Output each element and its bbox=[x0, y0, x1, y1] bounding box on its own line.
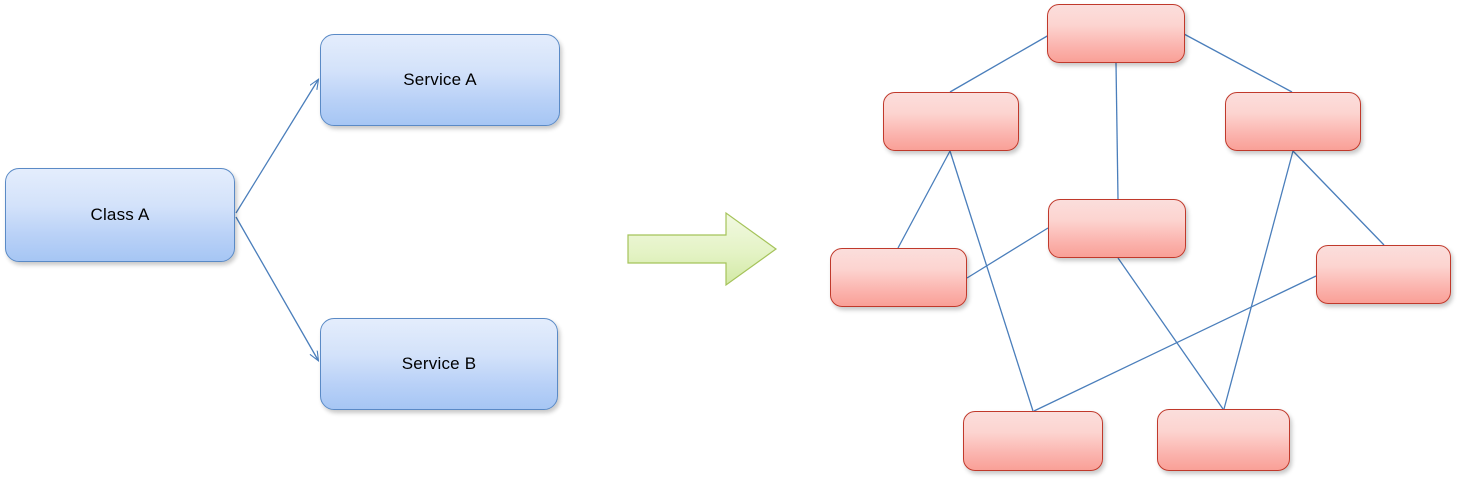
node-service-b[interactable]: Service B bbox=[320, 318, 558, 410]
node-r-bottom-left[interactable] bbox=[963, 411, 1103, 471]
edge-r-mid-right-to-r-bottom-left bbox=[1033, 275, 1317, 412]
edge-r-center-to-r-bottom-right bbox=[1117, 257, 1224, 410]
edge-r-top-to-r-upper-right bbox=[1183, 33, 1293, 93]
node-service-a[interactable]: Service A bbox=[320, 34, 560, 126]
node-r-upper-right[interactable] bbox=[1225, 92, 1361, 151]
edge-class-a-to-service-a bbox=[235, 80, 318, 214]
node-r-mid-right[interactable] bbox=[1316, 245, 1451, 304]
node-class-a[interactable]: Class A bbox=[5, 168, 235, 262]
edge-r-upper-left-to-r-mid-left bbox=[897, 150, 951, 249]
node-r-mid-left[interactable] bbox=[830, 248, 967, 307]
edge-class-a-to-service-b bbox=[235, 216, 318, 360]
node-label: Class A bbox=[90, 205, 150, 224]
node-r-bottom-right[interactable] bbox=[1157, 409, 1290, 471]
node-label: Service B bbox=[401, 354, 477, 373]
edge-r-top-to-r-center bbox=[1115, 62, 1119, 200]
edge-r-top-to-r-upper-left bbox=[949, 34, 1050, 93]
arrow-right-icon bbox=[626, 211, 778, 287]
edge-r-upper-right-to-r-mid-right bbox=[1292, 150, 1385, 246]
edge-r-mid-left-to-r-center bbox=[966, 227, 1049, 279]
node-label: Service A bbox=[403, 70, 477, 89]
edge-r-upper-right-to-r-bottom-right bbox=[1223, 150, 1294, 410]
node-r-upper-left[interactable] bbox=[883, 92, 1019, 151]
node-r-center[interactable] bbox=[1048, 199, 1186, 258]
node-r-top[interactable] bbox=[1047, 4, 1185, 63]
